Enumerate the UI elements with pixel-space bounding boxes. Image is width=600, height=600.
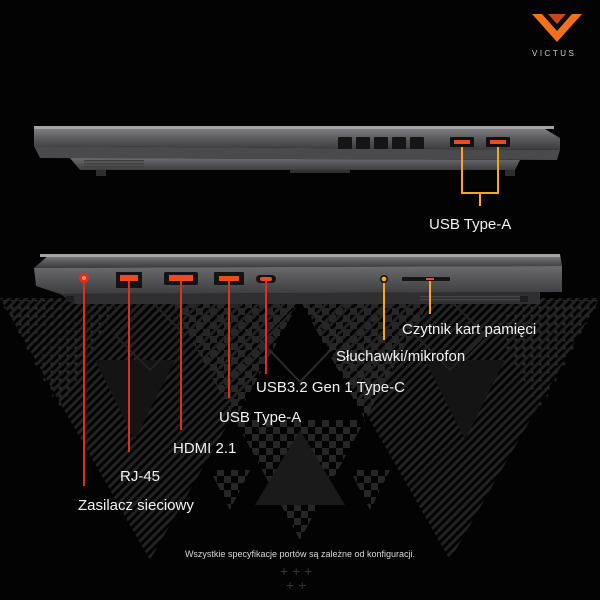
svg-text:+ + +: + + +	[280, 563, 312, 579]
victus-logo-icon	[532, 14, 582, 42]
callout-lines-top	[461, 147, 499, 206]
label-usb-type-a-bottom: USB Type-A	[219, 409, 302, 426]
label-card-reader: Czytnik kart pamięci	[402, 321, 537, 338]
callout-lines-bottom	[83, 281, 431, 486]
label-power-adapter: Zasilacz sieciowy	[78, 497, 194, 514]
label-rj45: RJ-45	[120, 468, 161, 485]
footnote: Wszystkie specyfikacje portów są zależne…	[184, 549, 416, 559]
label-usb-c: USB3.2 Gen 1 Type-C	[256, 379, 405, 396]
laptop-side-view-top	[34, 126, 560, 176]
label-headphone-mic: Słuchawki/mikrofon	[336, 348, 466, 365]
laptop-side-view-bottom	[34, 254, 562, 304]
svg-text:+ +: + +	[286, 577, 306, 593]
background-pattern: + + + + +	[0, 296, 600, 593]
brand-name: VICTUS	[532, 49, 577, 58]
label-usb-type-a-top: USB Type-A	[429, 216, 512, 233]
label-hdmi: HDMI 2.1	[173, 440, 237, 457]
